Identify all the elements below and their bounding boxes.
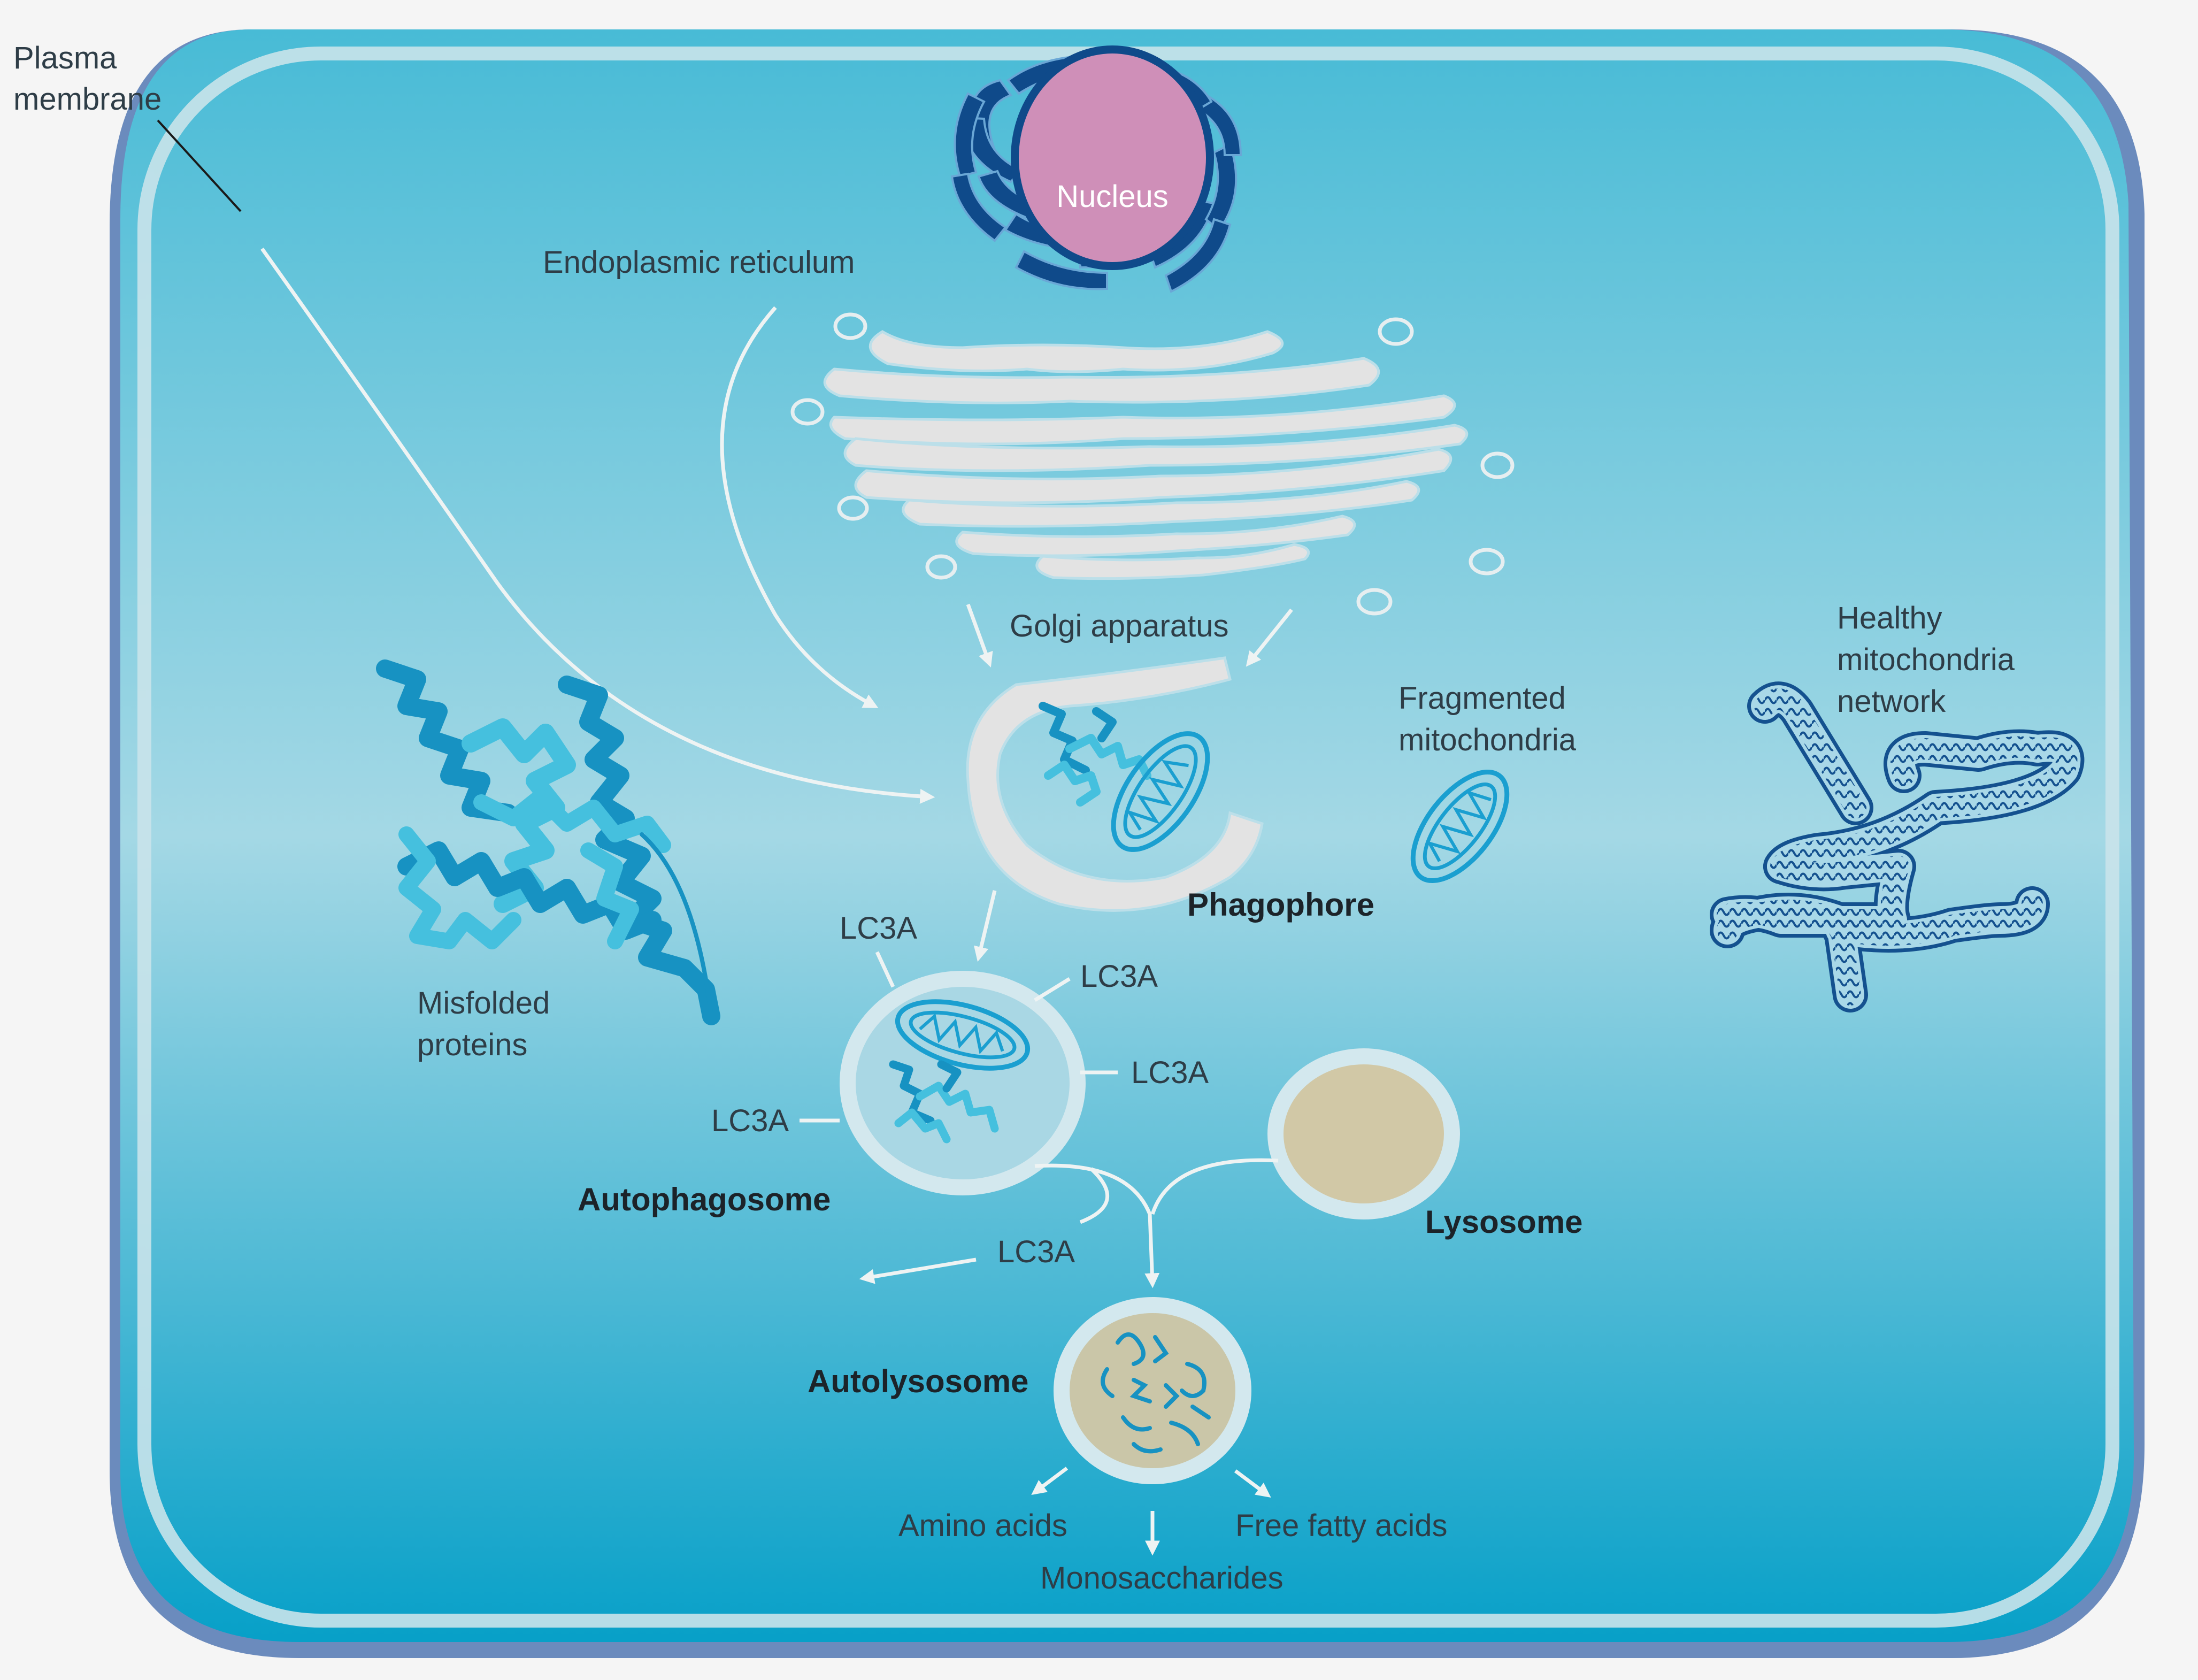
autolysosome [1054,1297,1251,1484]
fusion-arrow-lysosome [1150,1158,1279,1215]
plasma-membrane-label-2: membrane [13,82,162,117]
er-arrow [720,306,879,708]
fragmented-mito-label-1: Fragmented [1398,681,1566,716]
cytoplasm [120,29,2134,1642]
autophagosome-label: Autophagosome [578,1182,831,1217]
lc3a-label-4: LC3A [711,1103,789,1138]
autolysosome-fragments [1101,1332,1211,1454]
lc3a-label-5: LC3A [997,1234,1075,1269]
phagophore-mitochondrion [1111,731,1210,852]
amino-acids-label: Amino acids [898,1508,1067,1543]
lc3a-label-1: LC3A [840,911,917,946]
lc3a-release-arrow [859,1257,977,1284]
autophagosome [840,971,1086,1195]
monosaccharides-label: Monosaccharides [1040,1561,1284,1595]
golgi-apparatus [823,330,1469,580]
fatty-acids-arrow [1234,1469,1271,1498]
lc3a-tick-2 [1034,977,1071,1002]
nucleus: Nucleus [1011,45,1214,270]
golgi-label: Golgi apparatus [1010,609,1228,643]
phagophore-protein [1039,702,1151,807]
plasma-membrane-leader [157,119,242,212]
nucleus-label: Nucleus [1056,179,1169,214]
phagophore [966,656,1264,912]
misfolded-proteins-label-2: proteins [417,1027,527,1062]
plasma-membrane-label-1: Plasma [13,41,117,75]
phagophore-label: Phagophore [1187,887,1374,923]
phagophore-arrow [973,890,997,962]
fragmented-mito-label-2: mitochondria [1398,723,1577,757]
free-fatty-acids-label: Free fatty acids [1235,1508,1447,1543]
lc3a-release-branch [1079,1167,1110,1224]
amino-acids-arrow [1031,1467,1069,1495]
autophagosome-mitochondrion [895,999,1031,1071]
lc3a-label-3: LC3A [1131,1055,1209,1090]
autophagosome-protein [889,1060,999,1144]
fusion-arrow-autophagosome [1034,1163,1160,1288]
membrane-arrow [260,247,935,804]
golgi-vesicles [790,312,1515,616]
lysosome [1267,1048,1460,1219]
healthy-mito-label-3: network [1837,684,1946,719]
er-label: Endoplasmic reticulum [543,245,855,280]
misfolded-proteins-label-1: Misfolded [417,986,550,1021]
healthy-mito-label-1: Healthy [1837,601,1942,635]
fragmented-mitochondrion [1410,769,1510,884]
healthy-mitochondria-network [1710,681,2085,1012]
misfolded-proteins [376,659,720,1025]
lc3a-label-2: LC3A [1080,959,1158,994]
golgi-arrow-right [1246,608,1293,667]
lc3a-tick-1 [875,951,895,988]
lysosome-label: Lysosome [1425,1204,1583,1240]
autolysosome-label: Autolysosome [808,1363,1028,1399]
cell [110,29,2145,1658]
healthy-mito-label-2: mitochondria [1837,642,2015,677]
golgi-arrow-left [966,603,993,668]
